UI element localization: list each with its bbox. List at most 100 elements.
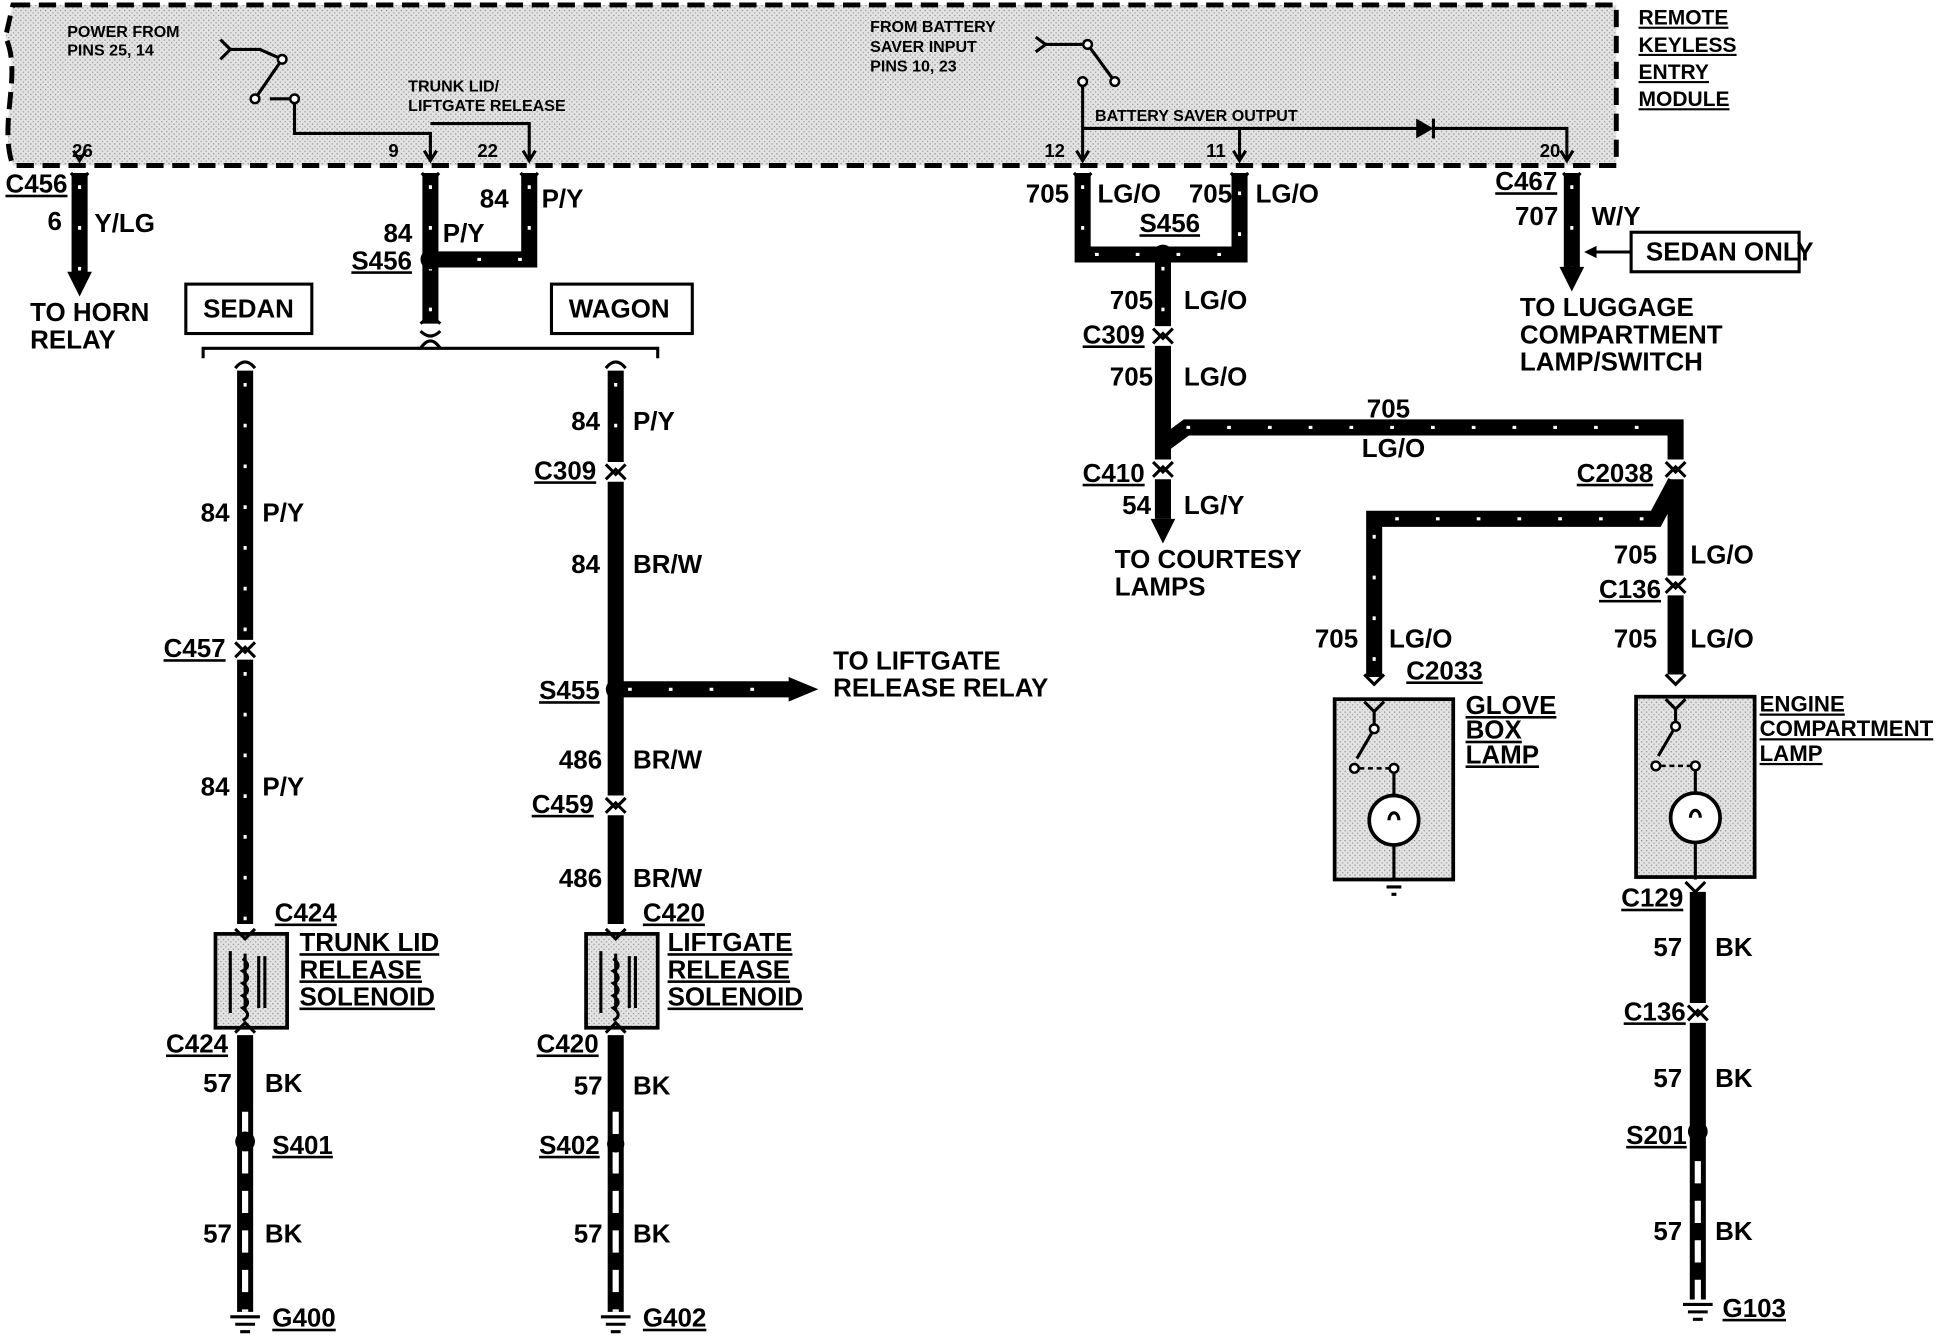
pin-22: 22	[477, 140, 498, 161]
wagon-w3-color: BR/W	[633, 746, 703, 774]
battery-saver-output-label: BATTERY SAVER OUTPUT	[1095, 107, 1298, 125]
splice-s456-label: S456	[351, 247, 412, 275]
engine-w1-color: LG/O	[1690, 541, 1753, 569]
wagon-w1-color: P/Y	[633, 408, 675, 436]
engine-g3-color: BK	[1715, 1218, 1753, 1246]
courtesy-w2-circuit: 705	[1110, 363, 1153, 391]
pin-20: 20	[1540, 140, 1561, 161]
connector-c459: C459	[532, 791, 594, 819]
connector-c129: C129	[1621, 885, 1683, 913]
engine-g2-circuit: 57	[1653, 1065, 1682, 1093]
liftgate-release-solenoid	[584, 932, 660, 1030]
wagon-w2-color: BR/W	[633, 551, 703, 579]
connector-c424-bottom: C424	[166, 1030, 229, 1058]
engine-w2-color: LG/O	[1690, 625, 1753, 653]
pin11-circuit: 705	[1189, 181, 1232, 209]
connector-c136-bottom: C136	[1624, 998, 1686, 1026]
splice-s402: S402	[539, 1132, 600, 1160]
wagon-w4-circuit: 486	[559, 865, 602, 893]
connector-c420-bottom: C420	[537, 1030, 599, 1058]
connector-c424-top: C424	[275, 900, 338, 928]
pin22-circuit-number: 84	[480, 186, 509, 214]
splice-s456-dot	[420, 249, 441, 270]
trunk-feed-circuit: 84 P/Y 84 P/Y S456 SEDAN WAGON	[184, 171, 694, 359]
wagon-g1-circuit: 57	[574, 1072, 603, 1100]
courtesy-w2-color: LG/O	[1184, 363, 1247, 391]
sedan-w2-circuit: 84	[201, 774, 230, 802]
glove-box-wire-color: LG/O	[1389, 625, 1452, 653]
engine-w2-circuit: 705	[1614, 625, 1657, 653]
sedan-only-box	[1629, 230, 1801, 274]
ground-g103: G103	[1723, 1295, 1786, 1323]
ground-g400: G400	[272, 1305, 335, 1333]
sedan-g2-circuit: 57	[203, 1221, 232, 1249]
engine-g3-circuit: 57	[1653, 1218, 1682, 1246]
splice-s455: S455	[539, 677, 600, 705]
wagon-box	[549, 282, 694, 336]
engine-w1-circuit: 705	[1614, 541, 1657, 569]
connector-c2038: C2038	[1577, 460, 1653, 488]
pin-9: 9	[388, 140, 398, 161]
glove-box-circuit-number: 705	[1315, 625, 1358, 653]
wagon-w4-color: BR/W	[633, 865, 703, 893]
connector-c456: C456	[5, 171, 67, 199]
pin22-wire-color: P/Y	[542, 186, 584, 214]
sedan-g1-color: BK	[265, 1070, 303, 1098]
splice-s456-courtesy: S456	[1139, 210, 1200, 238]
splice-s402-dot	[607, 1135, 625, 1153]
wagon-w3-circuit: 486	[559, 746, 602, 774]
sedan-box	[184, 282, 314, 336]
engine-g2-color: BK	[1715, 1065, 1753, 1093]
sedan-only-label: SEDAN ONLY	[1646, 239, 1814, 267]
connector-c2033: C2033	[1406, 657, 1482, 685]
splice-s201: S201	[1626, 1122, 1687, 1150]
splice-s455-dot	[605, 679, 626, 700]
horn-wire-color: Y/LG	[94, 210, 155, 238]
wagon-g2-circuit: 57	[574, 1221, 603, 1249]
connector-c309-wagon: C309	[534, 457, 596, 485]
pin11-color: LG/O	[1256, 181, 1319, 209]
connector-c420-top: C420	[643, 900, 705, 928]
pin-26: 26	[72, 140, 93, 161]
engine-g1-circuit: 57	[1653, 934, 1682, 962]
wagon-label: WAGON	[569, 295, 670, 323]
trunk-lid-release-solenoid	[213, 932, 289, 1030]
courtesy-w1-color: LG/O	[1184, 287, 1247, 315]
courtesy-w1-circuit: 705	[1110, 287, 1153, 315]
sedan-g1-circuit: 57	[203, 1070, 232, 1098]
pin9-circuit-number: 84	[383, 220, 412, 248]
pin12-color: LG/O	[1097, 181, 1160, 209]
courtesy-h-circuit: 705	[1367, 396, 1410, 424]
pin9-wire-color: P/Y	[443, 220, 485, 248]
pin12-circuit: 705	[1026, 181, 1069, 209]
courtesy-h-color: LG/O	[1362, 435, 1425, 463]
sedan-w1-color: P/Y	[262, 499, 304, 527]
ground-g402: G402	[643, 1305, 706, 1333]
wagon-g2-color: BK	[633, 1221, 671, 1249]
courtesy-w3-circuit: 54	[1122, 492, 1151, 520]
sedan-label: SEDAN	[203, 295, 294, 323]
connector-c410: C410	[1083, 460, 1145, 488]
engine-g1-color: BK	[1715, 934, 1753, 962]
pin-11: 11	[1206, 140, 1226, 161]
wagon-w2-circuit: 84	[571, 551, 600, 579]
courtesy-w3-color: LG/Y	[1184, 492, 1245, 520]
splice-s401: S401	[272, 1132, 333, 1160]
courtesy-circuit: 705 LG/O 705 LG/O S456 705 LG/O C309 705…	[1026, 171, 1684, 601]
